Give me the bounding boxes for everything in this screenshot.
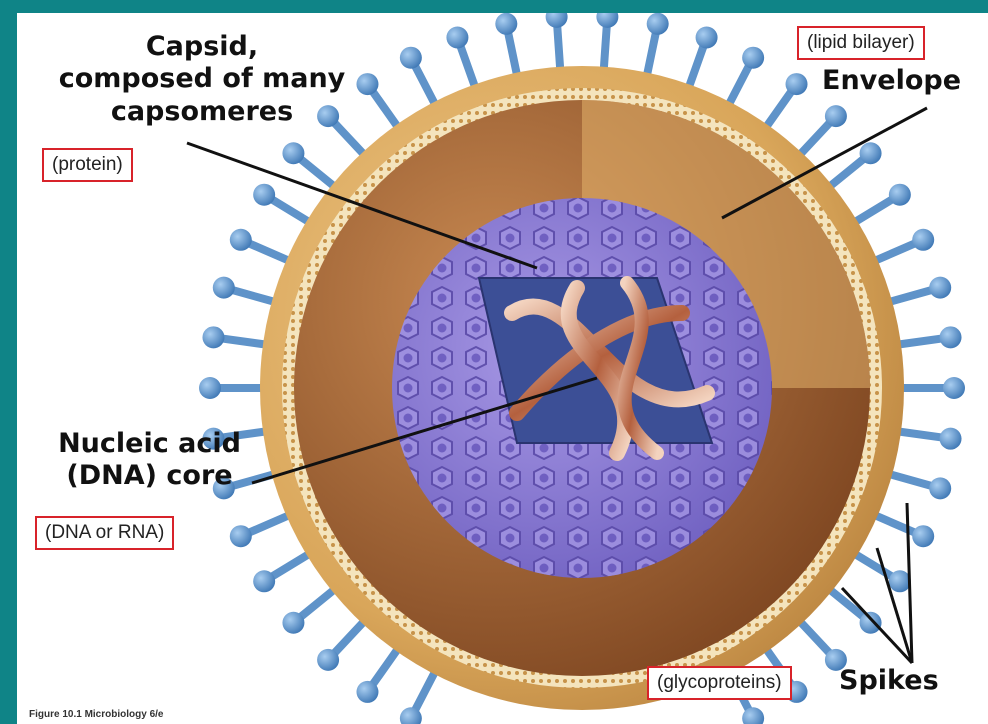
spike-knob: [202, 326, 224, 348]
spike-knob: [495, 13, 517, 35]
spike-knob: [546, 13, 568, 28]
spike-knob: [912, 229, 934, 251]
spike-knob: [943, 377, 965, 399]
envelope-label: Envelope: [822, 65, 961, 97]
spike-knob: [253, 184, 275, 206]
spikes-note: (glycoproteins): [647, 666, 792, 700]
spikes-label: Spikes: [839, 665, 939, 697]
spike-knob: [230, 525, 252, 547]
nucleic-acid-label: Nucleic acid (DNA) core: [37, 428, 262, 493]
spike-knob: [596, 13, 618, 28]
spike-knob: [356, 681, 378, 703]
spike-knob: [912, 525, 934, 547]
spike-knob: [282, 612, 304, 634]
spike-knob: [940, 428, 962, 450]
spike-knob: [860, 142, 882, 164]
spike-knob: [400, 47, 422, 69]
envelope-note: (lipid bilayer): [797, 26, 925, 60]
capsid-label: Capsid, composed of many capsomeres: [37, 31, 367, 128]
spike-knob: [929, 277, 951, 299]
figure-credit: Figure 10.1 Microbiology 6/e: [29, 709, 163, 720]
spike-knob: [199, 377, 221, 399]
figure-panel: Capsid, composed of many capsomeres (pro…: [17, 13, 988, 724]
spike-knob: [742, 47, 764, 69]
spike-knob: [889, 570, 911, 592]
spike-knob: [786, 73, 808, 95]
spike-knob: [446, 26, 468, 48]
spike-knob: [929, 477, 951, 499]
spike-knob: [230, 229, 252, 251]
capsid-note: (protein): [42, 148, 133, 182]
spike-knob: [253, 570, 275, 592]
spike-knob: [213, 277, 235, 299]
spike-knob: [889, 184, 911, 206]
spike-knob: [825, 105, 847, 127]
spike-knob: [282, 142, 304, 164]
spike-knob: [940, 326, 962, 348]
spike-knob: [317, 649, 339, 671]
spike-knob: [696, 26, 718, 48]
spike-knob: [860, 612, 882, 634]
nucleic-acid-note: (DNA or RNA): [35, 516, 174, 550]
spike-knob: [647, 13, 669, 35]
